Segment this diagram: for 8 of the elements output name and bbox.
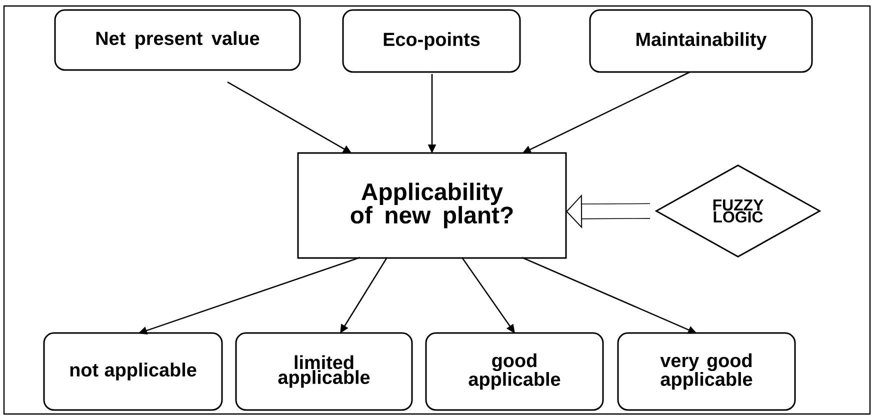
input-box: Eco-points <box>342 9 521 73</box>
input-box: Maintainability <box>589 9 813 73</box>
input-box: Net present value <box>54 9 301 71</box>
outcome-box: not applicable <box>43 332 223 411</box>
outcome-box: limited applicable <box>235 332 413 411</box>
outcome-box: very good applicable <box>617 332 796 411</box>
outcome-box: good applicable <box>425 332 604 411</box>
question-box: Applicability of new plant? <box>297 152 567 259</box>
